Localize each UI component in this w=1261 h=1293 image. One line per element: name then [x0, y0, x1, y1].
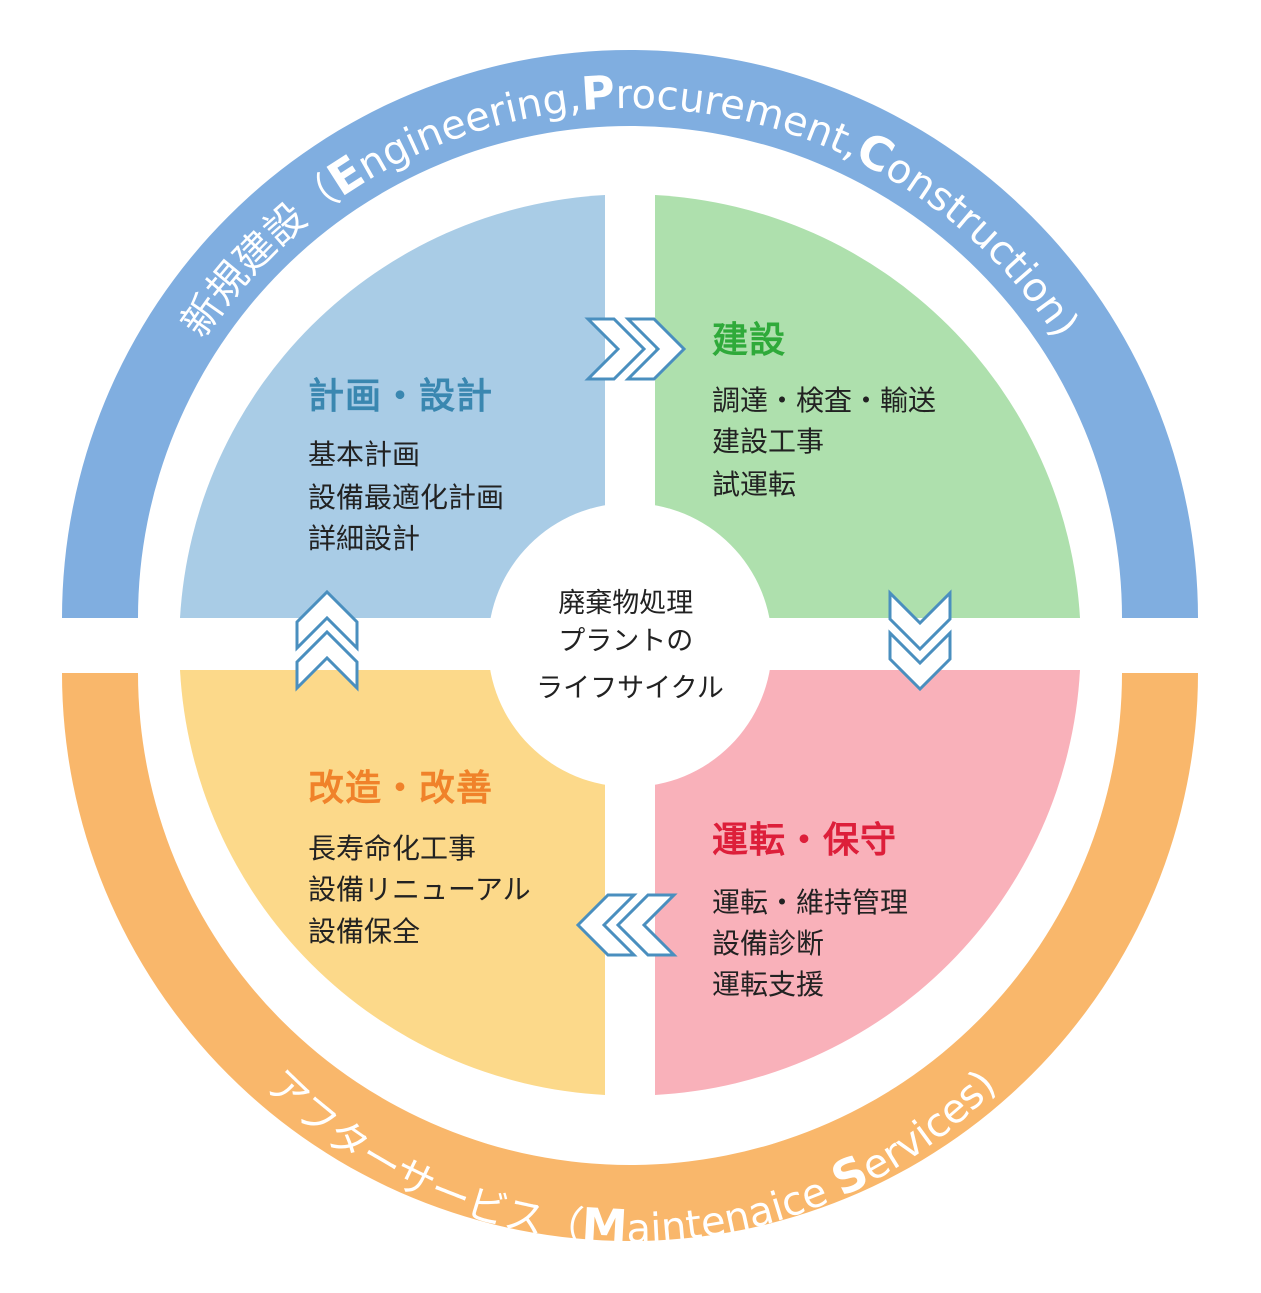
new-construction-ring-initial: P — [579, 65, 616, 121]
after-service-ring-initial: M — [580, 1197, 629, 1253]
construction-title: 建設 — [712, 320, 786, 361]
quadrant-improvement — [180, 670, 605, 1095]
operation-maintenance-title: 運転・保守 — [712, 820, 897, 861]
operation-maintenance-item: 運転支援 — [712, 968, 824, 1001]
center-label-line-1: 廃棄物処理 — [558, 588, 693, 619]
arrow-operation-to-improvement-icon — [575, 893, 678, 957]
planning-design-item: 基本計画 — [308, 438, 420, 471]
quadrant-construction — [655, 195, 1080, 618]
arrow-improvement-to-planning-icon — [295, 589, 359, 692]
improvement-item: 設備保全 — [308, 915, 420, 948]
after-service-ring — [62, 673, 1198, 1241]
new-construction-ring-label: 新規建設（Engineering,Procurement,Constructio… — [173, 65, 1088, 345]
planning-design-item: 詳細設計 — [308, 522, 420, 555]
improvement-item: 設備リニューアル — [308, 873, 531, 906]
planning-design-item: 設備最適化計画 — [308, 481, 504, 514]
quadrant-operation-maintenance — [655, 670, 1080, 1095]
planning-design-title: 計画・設計 — [308, 376, 493, 417]
construction-item: 調達・検査・輸送 — [712, 384, 936, 417]
improvement-title: 改造・改善 — [308, 768, 493, 809]
arrow-planning-to-construction-icon — [584, 317, 687, 381]
construction-item: 試運転 — [712, 468, 796, 501]
center-label: 廃棄物処理 プラントの ライフサイクル — [536, 588, 724, 704]
quadrant-planning-design — [180, 195, 605, 618]
arrow-construction-to-operation-icon — [888, 589, 952, 692]
center-label-line-2: プラントの — [558, 626, 693, 657]
operation-maintenance-item: 設備診断 — [712, 927, 824, 960]
center-label-line-3: ライフサイクル — [536, 673, 724, 704]
improvement-item: 長寿命化工事 — [308, 832, 476, 865]
construction-item: 建設工事 — [712, 425, 824, 458]
operation-maintenance-item: 運転・維持管理 — [712, 886, 908, 919]
center-circle — [488, 503, 772, 787]
new-construction-ring — [62, 50, 1198, 618]
